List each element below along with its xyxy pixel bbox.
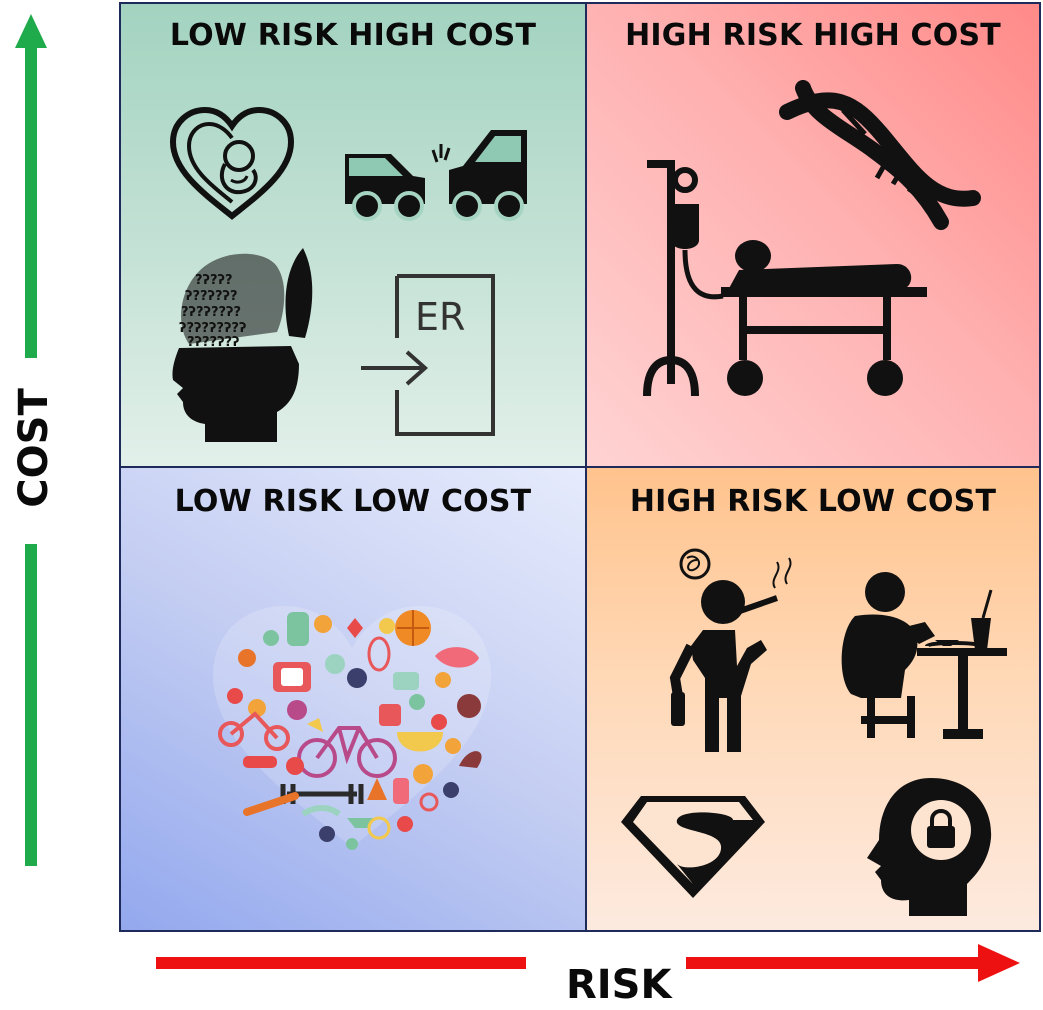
cost-axis-label: COST: [11, 388, 57, 508]
cost-arrow-shaft-top: [25, 46, 37, 358]
confused-head-icon: ?ʔ?ʔ?ʔ??ʔ?ʔ??ʔ?ʔ??ʔ? ʔ?ʔ?ʔ?ʔ?ʔ?ʔ??ʔ?ʔ: [172, 248, 313, 442]
quadrant-title: LOW RISK LOW COST: [174, 484, 532, 519]
car-crash-icon: [345, 130, 527, 221]
quadrant-high-risk-low-cost: HIGH RISK LOW COST: [585, 466, 1041, 932]
smoker-drinker-icon: [669, 548, 792, 752]
cost-arrow-shaft-bottom: [25, 544, 37, 866]
healthy-lifestyle-heart-icon: [213, 606, 491, 850]
risk-arrow-shaft-left: [156, 957, 526, 969]
er-sign-text: ER: [415, 295, 465, 339]
hospital-bed-iv-icon: [643, 160, 927, 397]
svg-text:?ʔ??ʔ?ʔ: ?ʔ??ʔ?ʔ: [187, 335, 240, 350]
superman-shield-icon: [621, 796, 765, 898]
dna-icon: [779, 80, 981, 230]
overeating-person-icon: [841, 572, 1007, 739]
cost-arrow-head: [15, 14, 47, 48]
risk-axis-arrow: [156, 944, 1020, 982]
quadrant-title: HIGH RISK HIGH COST: [625, 18, 1001, 53]
svg-text:ʔ?ʔ?ʔ?ʔ?ʔ: ʔ?ʔ?ʔ?ʔ?ʔ: [179, 321, 246, 336]
quadrant-low-risk-low-cost: LOW RISK LOW COST: [119, 466, 587, 932]
emergency-room-icon: ER: [361, 274, 495, 436]
quadrant-title: HIGH RISK LOW COST: [629, 484, 997, 519]
svg-text:ʔ??ʔ?ʔ?: ʔ??ʔ?ʔ?: [185, 289, 238, 304]
risk-arrow-head: [978, 944, 1020, 982]
cost-axis-arrow: [15, 14, 47, 866]
risk-axis-label: RISK: [566, 962, 672, 1008]
pregnancy-heart-icon: [169, 106, 295, 220]
quadrant-high-risk-high-cost: HIGH RISK HIGH COST: [585, 2, 1041, 468]
locked-mind-icon: [867, 778, 992, 916]
quadrant-low-risk-high-cost: LOW RISK HIGH COST ?ʔ?ʔ?ʔ??ʔ?ʔ??ʔ?ʔ??ʔ? …: [119, 2, 587, 468]
quadrant-title: LOW RISK HIGH COST: [169, 18, 537, 53]
risk-arrow-shaft-right: [686, 957, 982, 969]
svg-text:?ʔ?ʔ??ʔ?: ?ʔ?ʔ??ʔ?: [181, 305, 241, 320]
svg-text:?ʔ?ʔ?: ?ʔ?ʔ?: [195, 273, 233, 288]
